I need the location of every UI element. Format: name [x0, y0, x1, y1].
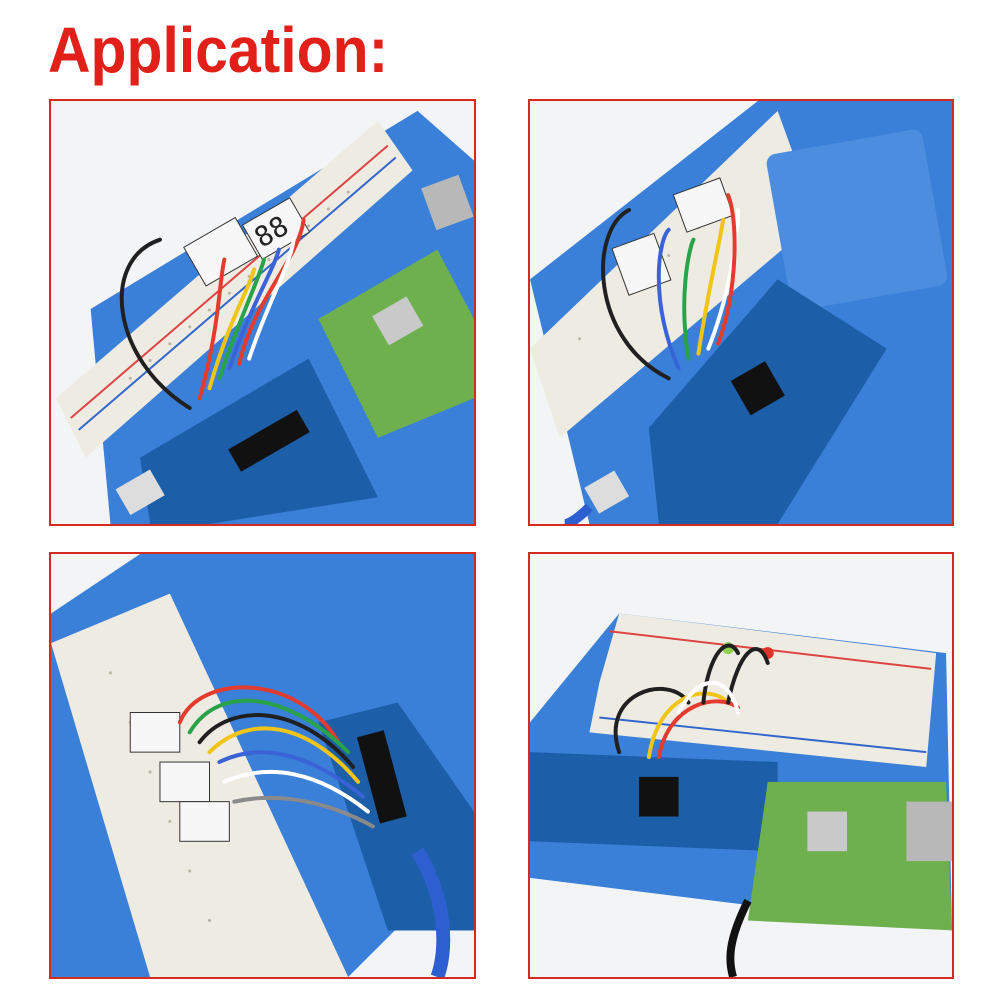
seven-segment-display: [129, 712, 230, 842]
raspberry-pi-board: [747, 781, 952, 931]
photo-mega: [530, 101, 952, 524]
jumper-wires: [177, 685, 375, 829]
breadboard: [589, 613, 937, 767]
jumper-wires: [119, 217, 306, 411]
photo-panel-mega-raspberry-pi: [528, 552, 954, 979]
photo-panel-mega: [528, 99, 954, 526]
photo-uno-raspberry-pi: 88: [51, 101, 474, 524]
page-title: Application:: [48, 14, 389, 86]
photo-panel-uno-raspberry-pi: 88: [49, 99, 476, 526]
photo-panel-uno: [49, 552, 476, 979]
photo-uno: [51, 554, 474, 977]
raspberry-pi-board: [318, 249, 474, 438]
seven-segment-display: [611, 177, 735, 296]
jumper-wires: [601, 193, 741, 381]
seven-segment-display: 88: [183, 197, 311, 287]
jumper-wires: [613, 643, 770, 760]
photo-mega-raspberry-pi: [530, 554, 952, 977]
breadboard: [530, 110, 818, 438]
